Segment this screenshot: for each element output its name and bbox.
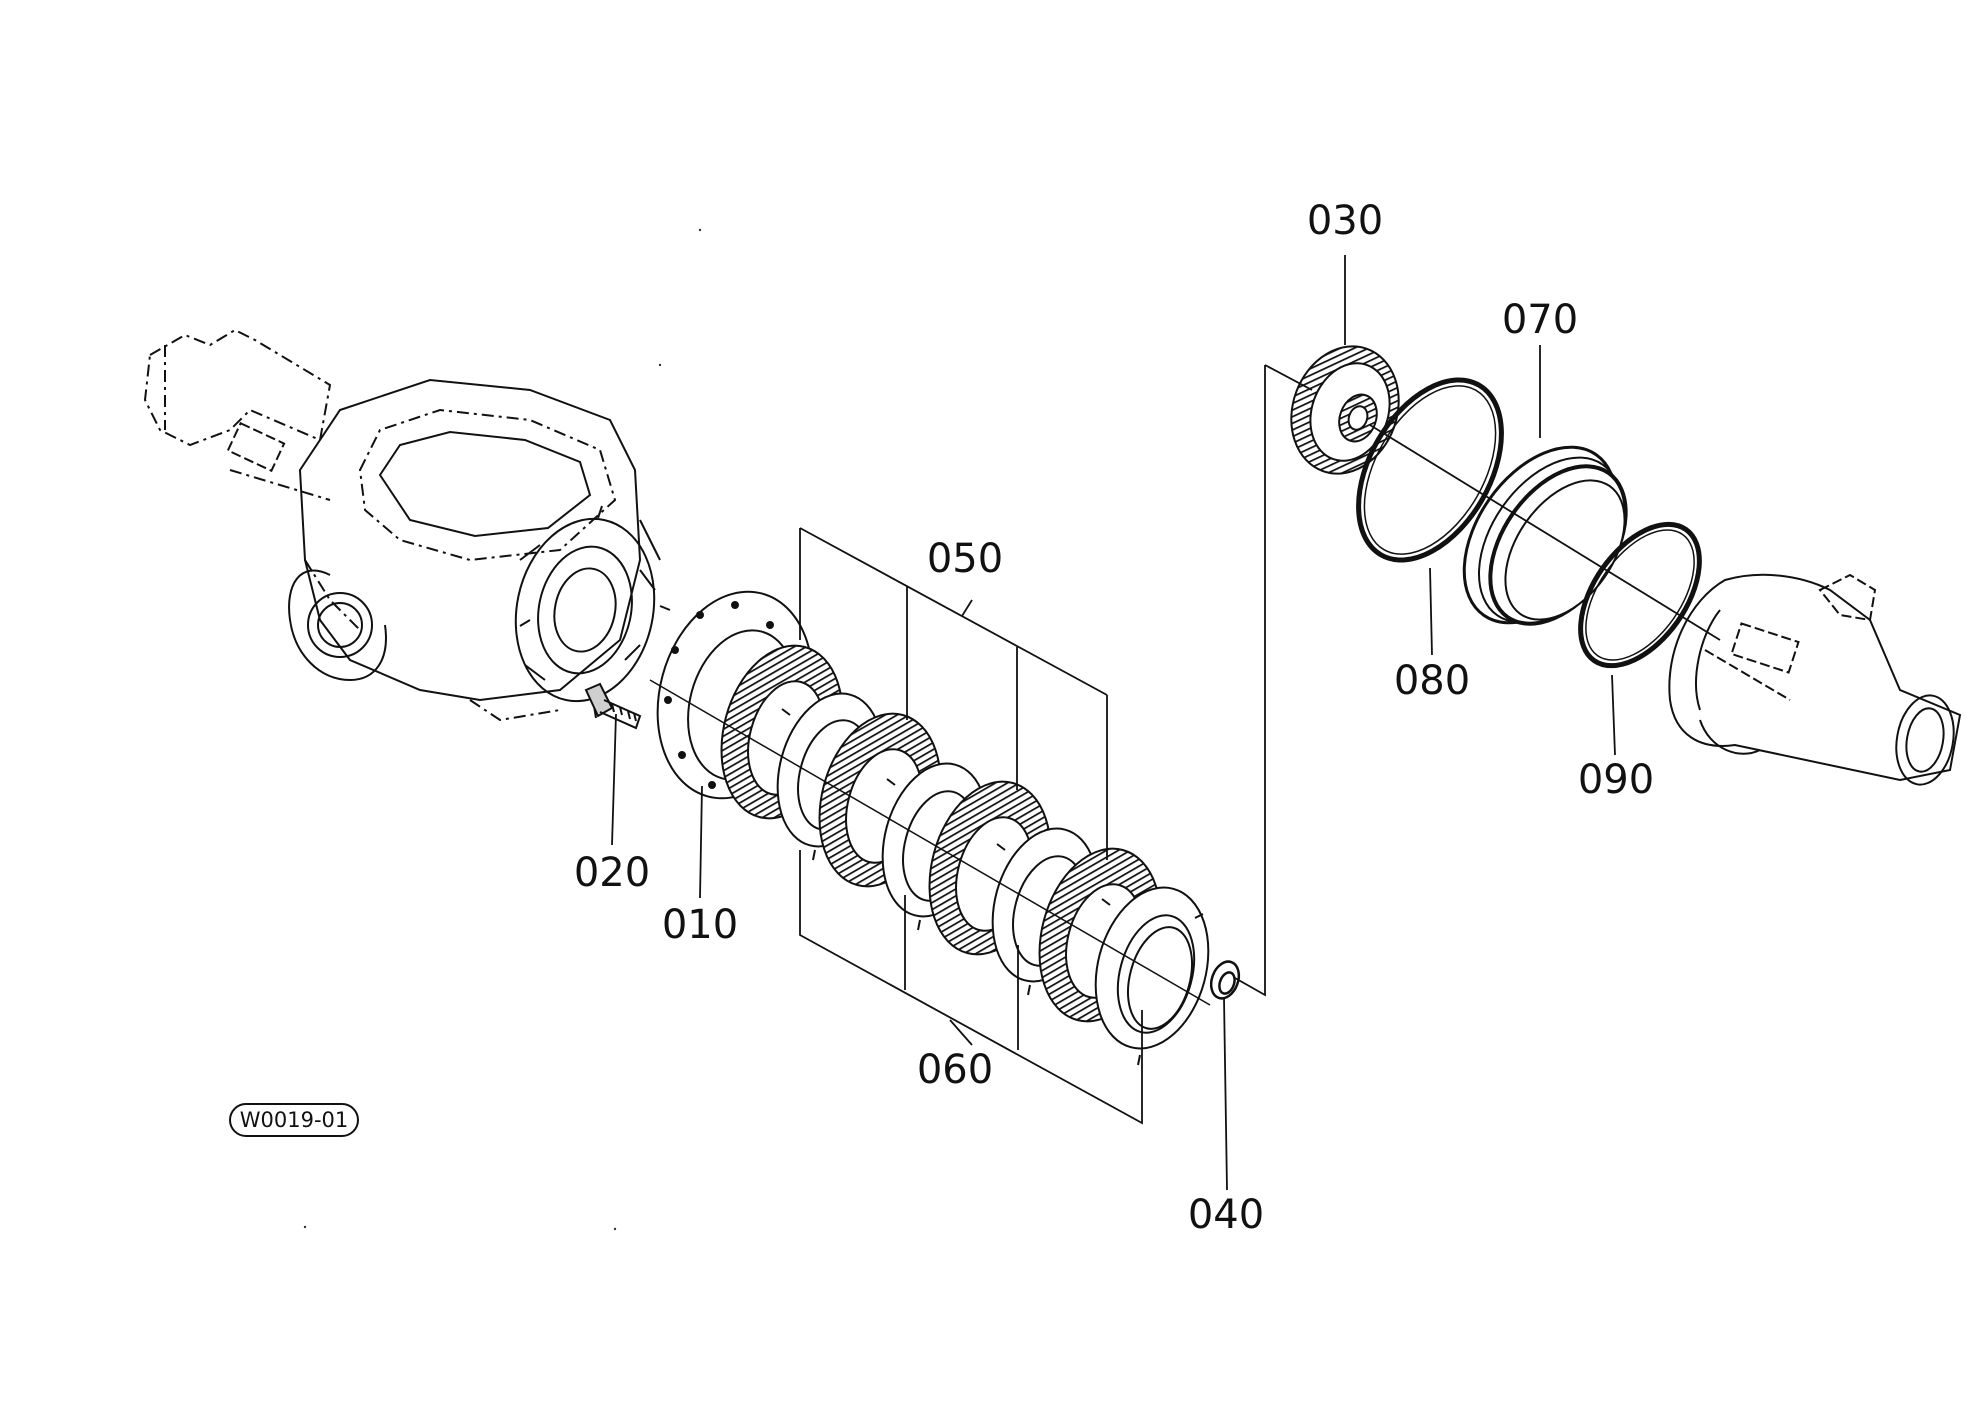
- separator-plate-4: [1094, 886, 1210, 1066]
- figure-id-badge: W0019-01: [229, 1103, 359, 1137]
- callout-090: 090: [1578, 757, 1654, 803]
- leader-lines: [611, 255, 1721, 1191]
- callout-060: 060: [917, 1047, 993, 1093]
- assembly-axis-line: [649, 679, 1211, 1006]
- piston-070: [1462, 445, 1628, 626]
- callout-020: 020: [574, 850, 650, 896]
- callout-010: 010: [662, 902, 738, 948]
- callout-040: 040: [1188, 1192, 1264, 1238]
- brake-cover-housing: [1668, 573, 1962, 786]
- callout-080: 080: [1394, 658, 1470, 704]
- scan-specks: [303, 228, 702, 1231]
- figure-id-text: W0019-01: [240, 1108, 349, 1132]
- callout-070: 070: [1502, 297, 1578, 343]
- bolt-020: [584, 682, 642, 730]
- gear-030: [1290, 345, 1400, 475]
- o-ring-080: [1356, 377, 1504, 563]
- axle-housing-outline: [143, 328, 671, 722]
- callout-050: 050: [927, 536, 1003, 582]
- snap-ring-040: [1209, 960, 1241, 1000]
- callout-030: 030: [1307, 198, 1383, 244]
- callout-labels: 020 010 030 040 050 060 070 080 090: [574, 198, 1654, 1238]
